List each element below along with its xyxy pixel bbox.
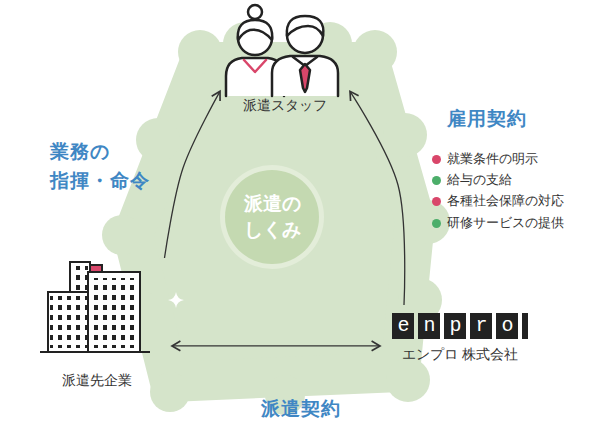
list-text: 給与の支給 xyxy=(447,171,512,189)
staff-illustration xyxy=(226,5,338,96)
cloud-bump xyxy=(386,358,430,402)
woman-head xyxy=(238,21,272,55)
connector-arrow xyxy=(172,345,380,346)
company-logo: enpro xyxy=(380,311,540,339)
connector-arrow xyxy=(350,91,405,305)
relation-label: 雇用契約 xyxy=(447,104,557,133)
tower-left xyxy=(48,292,90,352)
man-body xyxy=(272,56,338,96)
cloud-body xyxy=(133,62,415,382)
list-item: 就業条件の明示 xyxy=(432,150,538,168)
bullet-dot xyxy=(432,176,441,185)
windows xyxy=(91,278,137,348)
tower-right xyxy=(88,272,140,352)
man-head xyxy=(287,17,323,53)
client-company-node: 派遣先企業 xyxy=(22,258,172,391)
node-text: 派遣の しくみ xyxy=(234,191,310,242)
tower-top xyxy=(70,262,90,292)
woman-hair xyxy=(238,20,272,40)
list-item: 各種社会保障の対応 xyxy=(432,192,564,210)
node-text: 派遣スタッフ xyxy=(220,96,350,114)
staff-node: 派遣スタッフ xyxy=(220,0,350,114)
logo-letters: enpro xyxy=(392,313,527,339)
cloud-bump xyxy=(102,215,142,255)
circle-ring xyxy=(220,165,324,269)
circle-outline xyxy=(220,165,324,269)
cloud-bump xyxy=(383,113,427,157)
relation-label: 業務の 指揮・命令 xyxy=(50,137,162,194)
cloud-bump xyxy=(150,372,190,412)
list-text: 就業条件の明示 xyxy=(447,150,538,168)
woman-collar xyxy=(244,60,266,72)
list-item: 研修サービスの提供 xyxy=(432,214,564,232)
concept-circle: 派遣の しくみ xyxy=(220,165,324,269)
cloud xyxy=(102,22,450,415)
list-text: 各種社会保障の対応 xyxy=(447,192,564,210)
bullet-dot xyxy=(432,219,441,228)
cloud-bump xyxy=(353,30,397,74)
necktie xyxy=(300,64,310,92)
list-item: 給与の支給 xyxy=(432,171,512,189)
circle-fill xyxy=(225,170,319,264)
connectors xyxy=(165,91,405,346)
list-text: 研修サービスの提供 xyxy=(447,214,564,232)
windows xyxy=(50,296,88,348)
connector-arrow xyxy=(165,91,221,258)
bullet-dot xyxy=(432,197,441,206)
sparkle xyxy=(168,292,184,308)
building-illustration xyxy=(40,262,150,352)
hair-bun xyxy=(248,5,262,19)
cloud-bump xyxy=(136,118,180,162)
ground-line xyxy=(40,351,150,353)
node-text: 派遣先企業 xyxy=(22,371,172,389)
bullet-dot xyxy=(432,155,441,164)
node-text: エンプロ 株式会社 xyxy=(380,345,540,363)
enpro-node: enpro エンプロ 株式会社 xyxy=(380,305,540,367)
cloud-bump xyxy=(406,200,450,244)
cloud-bump xyxy=(178,30,222,74)
man-hair xyxy=(287,16,324,36)
roof-accent xyxy=(90,265,102,272)
windows xyxy=(72,266,88,290)
relation-label: 派遣契約 xyxy=(260,394,342,423)
